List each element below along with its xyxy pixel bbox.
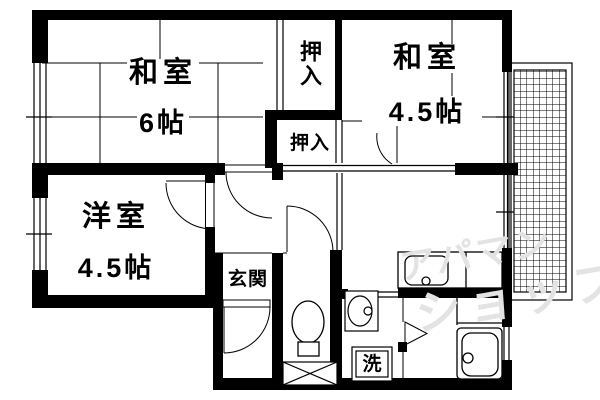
door-arc-western [165,182,213,230]
room-label-japanese6-size: 6帖 [136,108,190,138]
door-arc-45mat [376,132,393,165]
balcony [508,62,573,301]
door-arc-entrance [223,306,271,354]
room-label-japanese6-name: 和室 [126,57,200,89]
sliding-doors [276,16,455,298]
room-label-western-name: 洋室 [79,201,153,233]
entrance-label: 玄関 [225,269,271,290]
interior-walls [32,10,502,390]
crossed-box-icon [282,361,338,386]
bathtub-icon [456,298,503,380]
room-label-japanese45-name: 和室 [390,42,464,74]
laundry-pan-icon [351,346,393,382]
door-arc-6mat [225,171,273,219]
laundry-label: 洗 [362,354,382,375]
room-label-japanese45-size: 4.5帖 [386,97,468,127]
closet-lower-label: 押入 [287,133,333,154]
doors [165,132,429,390]
closet-upper-label: 押入 [297,38,322,90]
bath-door-triangle-icon [404,321,429,346]
door-arc-toilet [286,205,334,253]
windows [26,63,514,360]
washbasin-icon [344,290,379,332]
toilet-icon [291,300,325,357]
room-label-western-size: 4.5帖 [75,253,157,283]
kitchen-sink-icon [397,251,503,289]
